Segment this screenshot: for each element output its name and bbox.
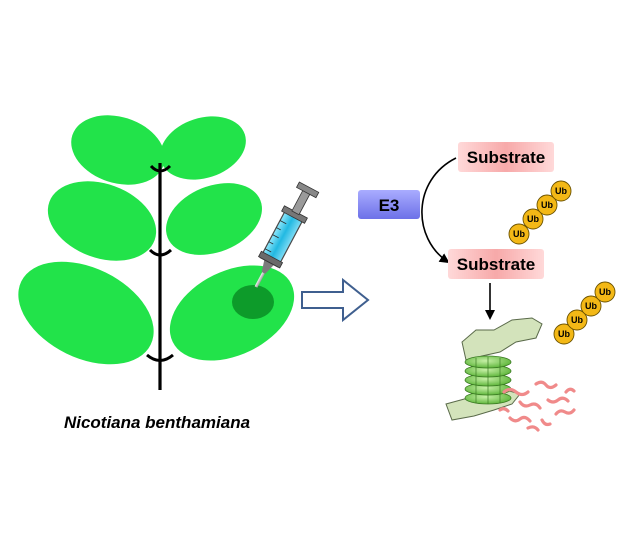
infiltration-spot — [232, 285, 274, 319]
ubiquitin-label: Ub — [513, 229, 525, 239]
ubiquitin-label: Ub — [555, 186, 567, 196]
ubiquitin-label: Ub — [585, 301, 597, 311]
peptide-fragments — [498, 380, 576, 432]
plant — [18, 115, 295, 390]
leaf-top-left — [71, 115, 165, 185]
leaf-bottom-right — [169, 265, 295, 361]
leaf-top-right — [160, 116, 246, 180]
ubiquitin-chain-released-labels: Ub Ub Ub Ub — [558, 287, 611, 339]
proteasome — [445, 317, 543, 421]
ubiquitin-chain-attached — [508, 180, 572, 245]
ubiquitin-label: Ub — [558, 329, 570, 339]
substrate-top-label: Substrate — [467, 148, 545, 167]
ubiquitin-label: Ub — [599, 287, 611, 297]
plant-species-label: Nicotiana benthamiana — [64, 413, 250, 432]
enzyme-e3: E3 — [358, 190, 420, 219]
ubiquitination-curve-arrow — [421, 157, 457, 264]
proteasome-top-cap — [461, 317, 543, 361]
ubiquitin-chain-released — [553, 281, 616, 345]
substrate-top: Substrate — [458, 142, 554, 172]
syringe-icon — [254, 181, 320, 288]
leaf-middle-left — [47, 181, 157, 261]
ubiquitin-label: Ub — [571, 315, 583, 325]
leaf-middle-right — [166, 183, 262, 255]
stem-nodes — [146, 164, 174, 362]
ubiquitin-label: Ub — [541, 200, 553, 210]
substrate-bottom: Substrate — [448, 249, 544, 279]
ubiquitin-chain-attached-labels: Ub Ub Ub Ub — [513, 186, 567, 239]
enzyme-e3-label: E3 — [379, 196, 400, 215]
substrate-bottom-label: Substrate — [457, 255, 535, 274]
ubiquitin-label: Ub — [527, 214, 539, 224]
flow-arrow-icon — [301, 277, 370, 323]
leaf-bottom-left — [18, 261, 154, 365]
